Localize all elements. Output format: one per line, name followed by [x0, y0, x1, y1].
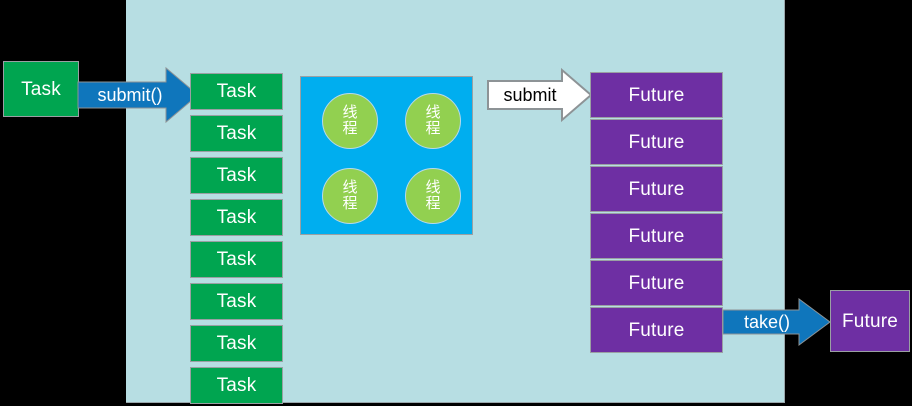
external-task-label: Task — [21, 78, 61, 100]
thread-label-line1: 线 — [342, 103, 358, 122]
thread-label-line2: 程 — [425, 119, 441, 137]
future-queue-item: Future — [590, 260, 723, 306]
task-queue-item-label: Task — [216, 375, 257, 396]
thread-label-line2: 程 — [342, 119, 358, 137]
thread-label-line1: 线 — [342, 178, 358, 197]
thread-circle: 线 程 — [405, 93, 461, 149]
task-queue-item: Task — [190, 115, 283, 152]
thread-label-line1: 线 — [425, 103, 441, 122]
task-queue-item-label: Task — [216, 291, 257, 312]
task-queue-item: Task — [190, 157, 283, 194]
submit-result-arrow — [487, 67, 593, 123]
future-queue-item-label: Future — [628, 319, 685, 341]
future-queue-item-label: Future — [628, 178, 685, 200]
thread-circle: 线 程 — [322, 168, 378, 224]
thread-label-line1: 线 — [425, 178, 441, 197]
future-queue-item-label: Future — [628, 84, 685, 106]
task-queue-item: Task — [190, 283, 283, 320]
task-queue-item: Task — [190, 73, 283, 110]
future-queue-item: Future — [590, 166, 723, 212]
task-queue-item: Task — [190, 367, 283, 404]
task-queue-item: Task — [190, 241, 283, 278]
future-queue-item-label: Future — [628, 131, 685, 153]
future-queue-item-label: Future — [628, 225, 685, 247]
external-task-box: Task — [3, 61, 79, 117]
external-future-label: Future — [841, 310, 899, 332]
take-arrow — [722, 297, 831, 347]
thread-label-line2: 程 — [342, 194, 358, 212]
future-queue: Future Future Future Future Future Futur… — [590, 72, 723, 354]
task-queue-item-label: Task — [216, 123, 257, 144]
future-queue-item: Future — [590, 307, 723, 353]
task-queue: Task Task Task Task Task Task Task Task — [190, 73, 283, 406]
task-queue-item: Task — [190, 325, 283, 362]
thread-circle: 线 程 — [405, 168, 461, 224]
future-queue-item: Future — [590, 72, 723, 118]
future-queue-item-label: Future — [628, 272, 685, 294]
task-queue-item-label: Task — [216, 249, 257, 270]
thread-circle: 线 程 — [322, 93, 378, 149]
task-queue-item-label: Task — [216, 333, 257, 354]
task-queue-item-label: Task — [216, 207, 257, 228]
task-queue-item-label: Task — [216, 81, 257, 102]
thread-pool: 线 程 线 程 线 程 线 程 — [300, 76, 473, 235]
task-queue-item: Task — [190, 199, 283, 236]
thread-label-line2: 程 — [425, 194, 441, 212]
future-queue-item: Future — [590, 213, 723, 259]
submit-arrow — [77, 64, 199, 126]
task-queue-item-label: Task — [216, 165, 257, 186]
future-queue-item: Future — [590, 119, 723, 165]
external-future-box: Future — [830, 290, 910, 352]
